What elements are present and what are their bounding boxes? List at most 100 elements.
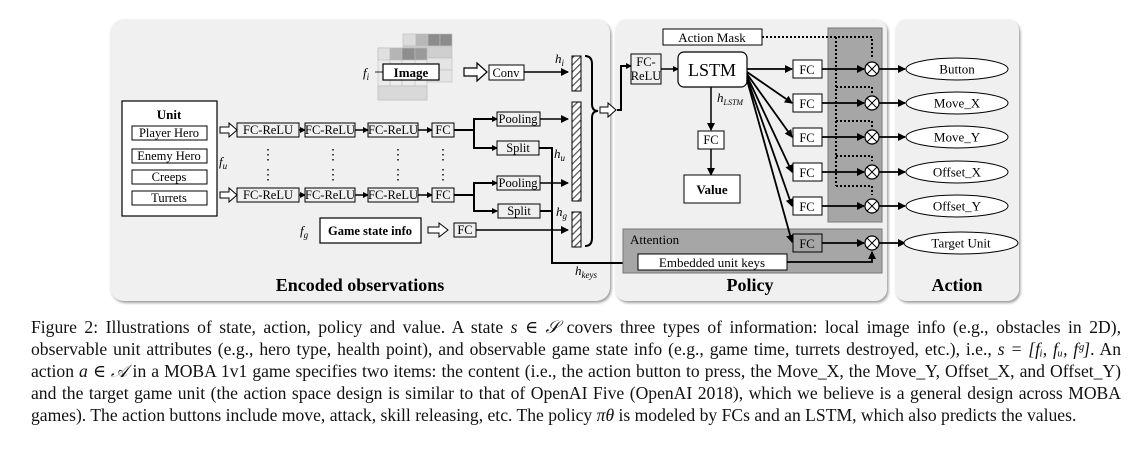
h-keys-label: hkeys: [575, 263, 597, 280]
svg-text:⋮: ⋮: [326, 148, 340, 163]
split-label: Split: [506, 141, 530, 155]
unit-item-player-hero: Player Hero: [139, 126, 199, 140]
multiply-icon-stroke: [866, 97, 878, 109]
multiply-icon-stroke: [866, 63, 878, 75]
unit-item-enemy-hero: Enemy Hero: [137, 149, 201, 163]
lstm-fc-connections: [746, 65, 794, 243]
caption-text: Figure 2: Illustrations of state, action…: [31, 317, 511, 337]
unit-list: Player Hero Enemy Hero Creeps Turrets: [131, 125, 208, 206]
action-output-move-y: Move_Y: [934, 130, 981, 145]
caption-text: covers three types of information: local…: [31, 317, 1121, 359]
head-fc-label: FC: [799, 63, 814, 77]
head-fc-label: FC: [799, 200, 814, 214]
hollow-arrow-icon: [427, 221, 449, 239]
head-fc-label: FC: [799, 97, 814, 111]
action-output-ellipse: [905, 160, 1009, 184]
ellipsis-dots: ⋮ ⋮ ⋮ ⋮ ⋮ ⋮ ⋮ ⋮: [261, 148, 450, 183]
multiply-icon-stroke: [866, 166, 878, 178]
fc-label: FC: [435, 123, 450, 137]
unit-feature-label: fu: [219, 154, 228, 171]
embedded-keys-label: Embedded unit keys: [659, 255, 765, 270]
h-i-vector: [571, 55, 582, 92]
h-g-label: hg: [556, 204, 568, 221]
fc-relu-label: FC-ReLU: [305, 188, 355, 202]
action-mask-label: Action Mask: [678, 30, 746, 45]
svg-text:⋮: ⋮: [436, 148, 450, 163]
h-u-label: hu: [554, 146, 566, 163]
unit-item-creeps: Creeps: [152, 170, 187, 184]
fc-relu-label: FC-ReLU: [368, 123, 418, 137]
fc-label: FC: [457, 223, 472, 237]
fc-label: FC: [435, 188, 450, 202]
value-box: [683, 174, 741, 204]
action-output-ellipse: [905, 91, 1009, 115]
value-label: Value: [696, 182, 728, 197]
caption-math: s = [fᵢ, fᵤ, fᵍ]: [997, 339, 1091, 359]
fc-relu-label: FC-ReLU: [243, 123, 293, 137]
caption-math: πθ: [596, 405, 615, 425]
pooling-label: Pooling: [499, 176, 539, 190]
h-u-vector: [571, 101, 582, 202]
hollow-arrow-icon: [463, 61, 488, 83]
caption-text: is modeled by FCs and an LSTM, which als…: [614, 405, 1077, 425]
h-i-label: hi: [555, 51, 565, 68]
h-g-vector: [571, 211, 582, 248]
action-output-button: Button: [939, 62, 975, 77]
caption-text: in a MOBA 1v1 game specifies two items: …: [31, 361, 1122, 425]
unit-encoder-row-2: FC-ReLU FC-ReLU FC-ReLU FC: [219, 186, 455, 204]
svg-text:⋮: ⋮: [261, 168, 275, 183]
figure-caption: Figure 2: Illustrations of state, action…: [31, 316, 1121, 426]
game-state-label: Game state info: [328, 224, 412, 238]
multiply-icon-stroke: [866, 237, 878, 249]
action-output-target-unit: Target Unit: [931, 236, 991, 251]
hollow-arrow-icon: [599, 101, 617, 119]
head-fc-label: FC: [799, 166, 814, 180]
caption-math: a ∈ 𝒜: [79, 361, 128, 381]
head-fc-label: FC: [799, 237, 814, 251]
policy-fc-relu-label: ReLU: [631, 69, 662, 83]
unit-title: Unit: [157, 107, 182, 122]
concat-brace: [584, 55, 599, 247]
encoded-observations-title: Encoded observations: [276, 275, 445, 295]
value-fc-label: FC: [703, 133, 718, 147]
attention-label: Attention: [630, 232, 680, 247]
h-lstm-label: hLSTM: [717, 90, 744, 107]
split-label: Split: [507, 204, 531, 218]
svg-text:⋮: ⋮: [391, 168, 405, 183]
policy-title: Policy: [727, 275, 774, 295]
unit-item-turrets: Turrets: [151, 191, 187, 205]
action-output-offset-y: Offset_Y: [933, 199, 982, 214]
svg-text:⋮: ⋮: [391, 148, 405, 163]
caption-math: s ∈ 𝒮: [510, 317, 560, 337]
action-output-ellipse: [905, 57, 1009, 81]
game-feature-label: fg: [300, 223, 309, 240]
action-output-move-x: Move_X: [934, 96, 981, 111]
action-output-ellipse: [905, 194, 1009, 218]
hollow-arrow-icon: [219, 121, 238, 139]
action-output-ellipse: [903, 231, 1019, 255]
hollow-arrow-icon: [219, 186, 238, 204]
keys-to-target-arrow: [787, 251, 876, 263]
caption-text: . An action: [31, 339, 1121, 381]
figure-diagram: Encoded observations Policy Action: [110, 19, 1019, 301]
unit-encoder-row-1: FC-ReLU FC-ReLU FC-ReLU FC: [219, 121, 455, 139]
pooling-label: Pooling: [499, 112, 539, 126]
action-title: Action: [932, 275, 983, 295]
image-label: Image: [394, 65, 429, 80]
svg-text:⋮: ⋮: [326, 168, 340, 183]
action-output-offset-x: Offset_X: [933, 165, 982, 180]
svg-text:⋮: ⋮: [261, 148, 275, 163]
svg-text:⋮: ⋮: [436, 168, 450, 183]
action-output-ellipse: [905, 125, 1009, 149]
image-feature-label: fi: [363, 65, 370, 82]
fc-relu-label: FC-ReLU: [368, 188, 418, 202]
action-panel: [895, 19, 1019, 301]
multiply-icon-stroke: [866, 131, 878, 143]
conv-label: Conv: [492, 66, 520, 80]
mask-dotted-lines: [762, 36, 873, 195]
lstm-label: LSTM: [688, 60, 736, 80]
fc-relu-label: FC-ReLU: [243, 188, 293, 202]
multiply-icon-stroke: [866, 200, 878, 212]
policy-fc-relu-label: FC-: [636, 55, 655, 69]
fc-relu-label: FC-ReLU: [305, 123, 355, 137]
